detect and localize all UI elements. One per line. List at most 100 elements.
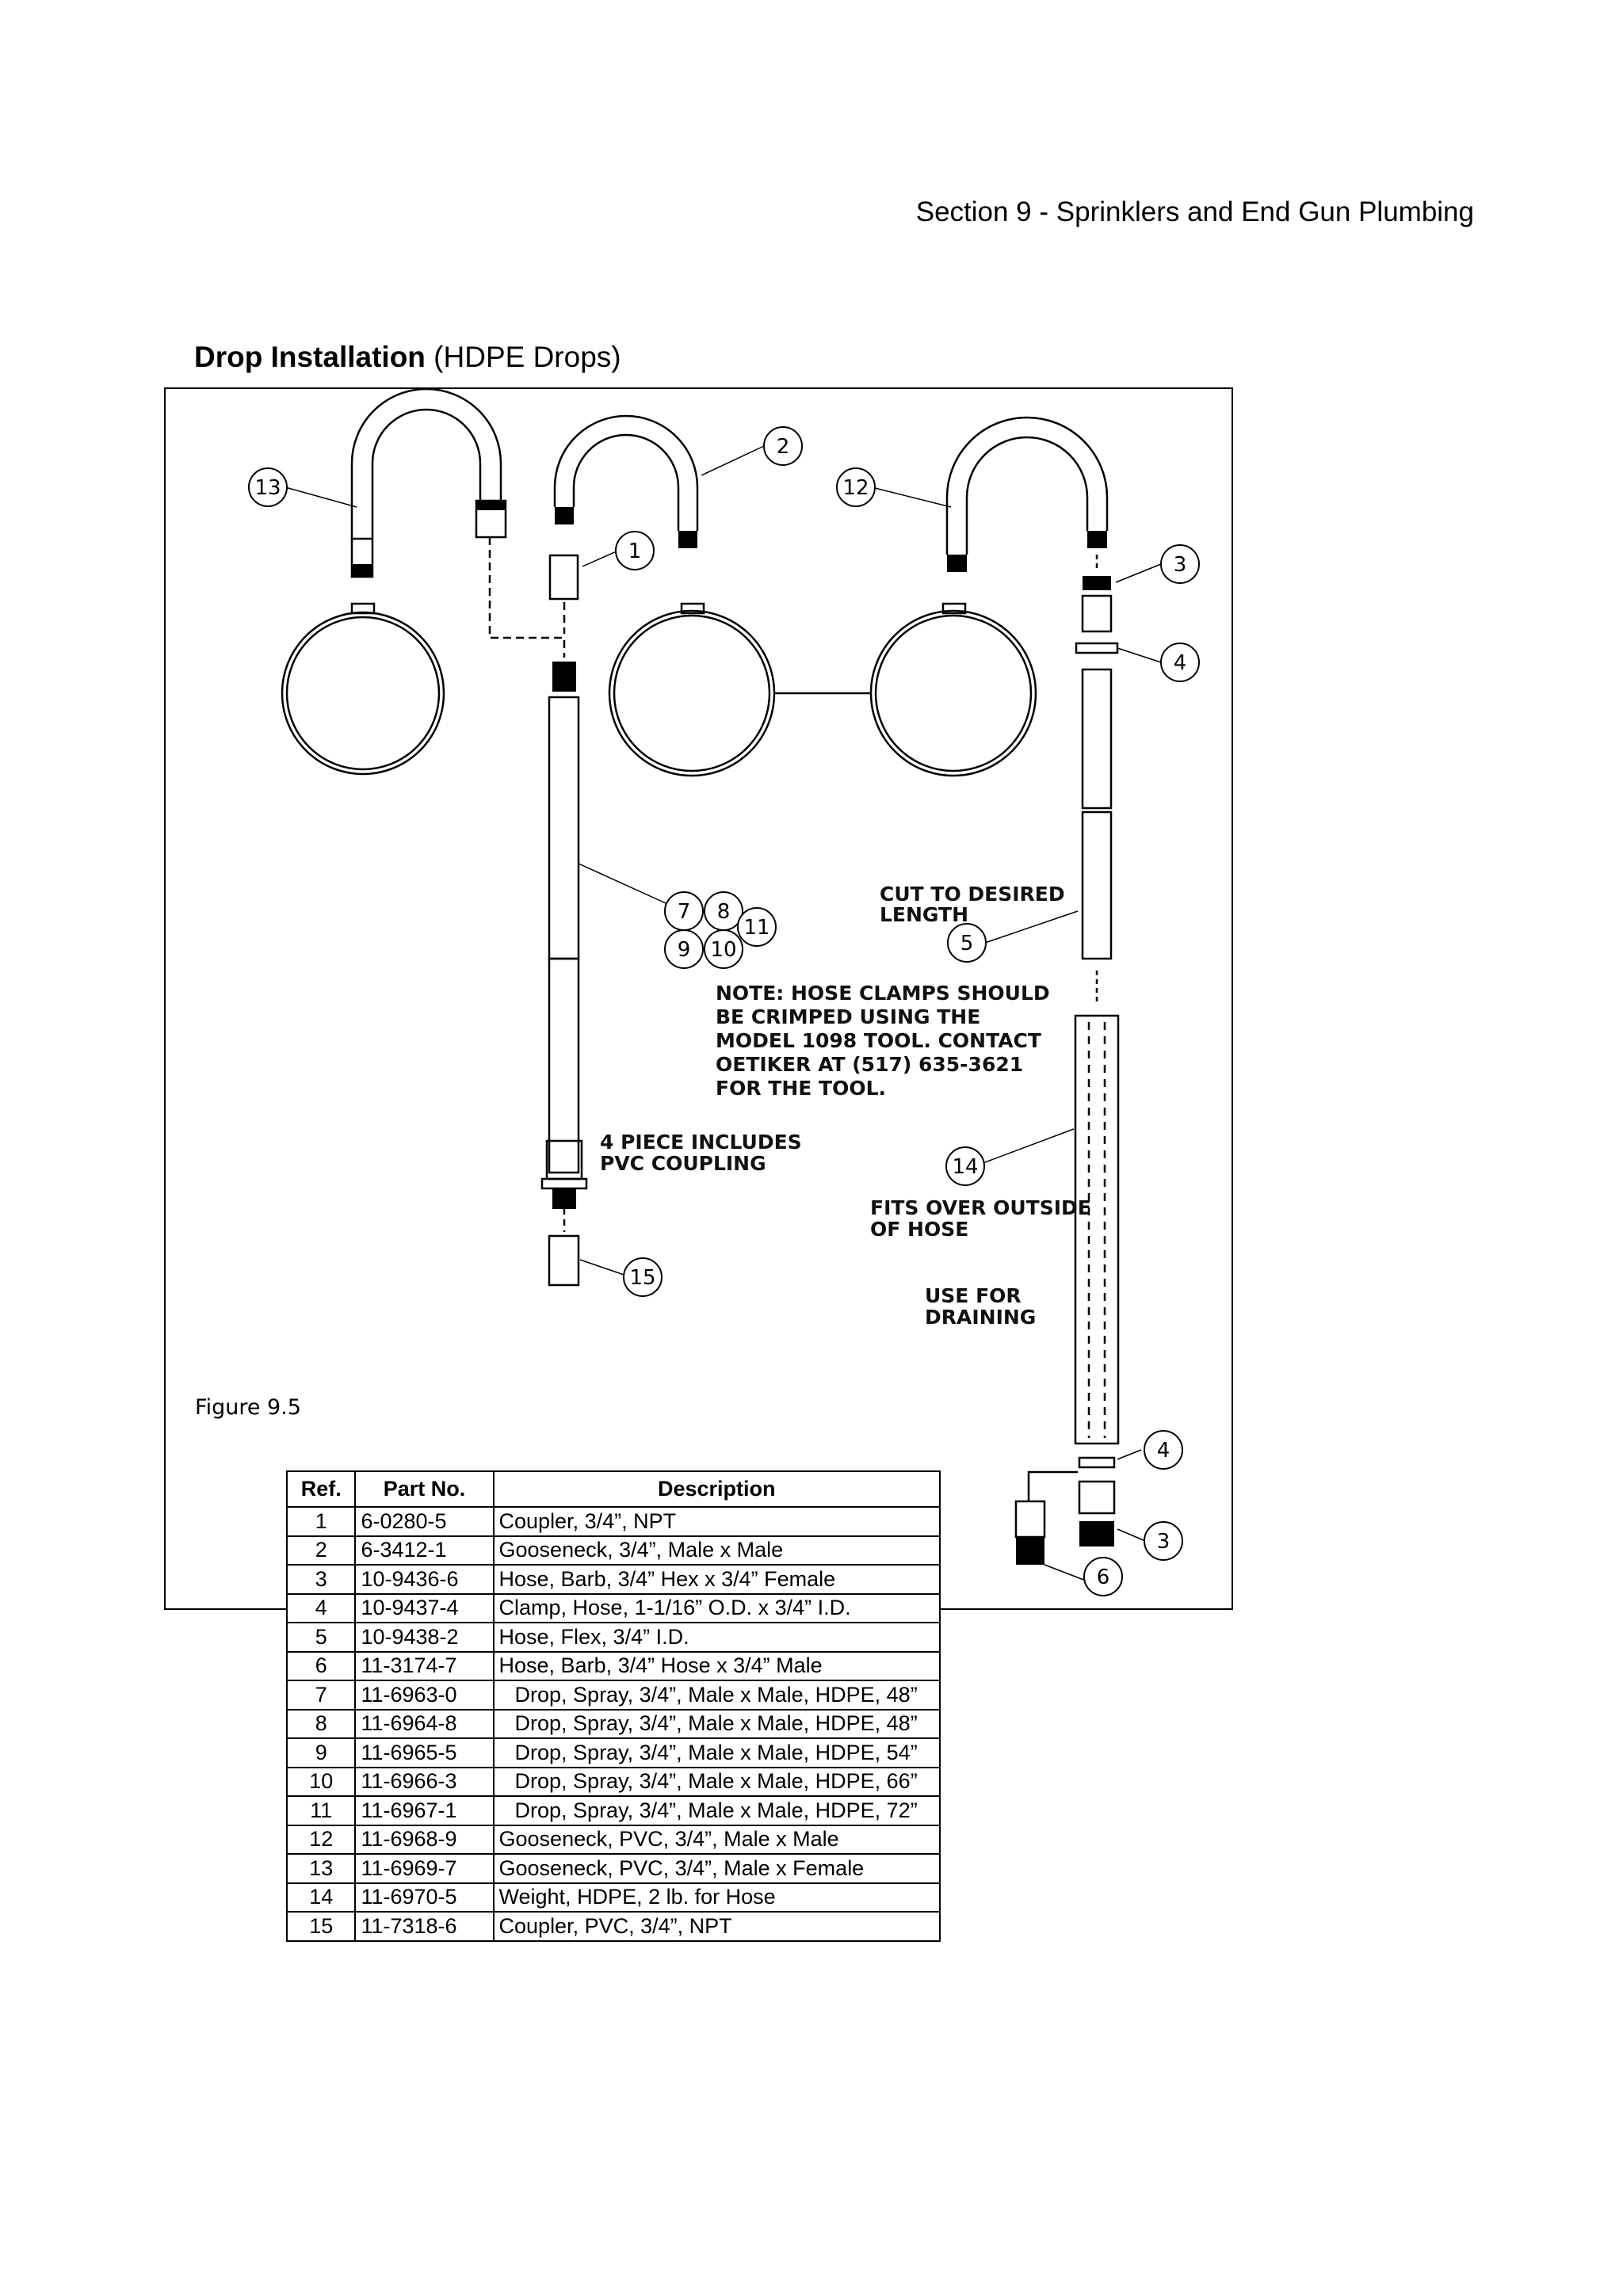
col-header-ref: Ref. [285,1470,357,1508]
callout-14: 14 [952,1155,978,1179]
cell-ref: 4 [285,1592,357,1623]
cell-part: 6-3412-1 [354,1535,495,1566]
cell-part: 10-9436-6 [354,1564,495,1595]
note-hose-3: MODEL 1098 TOOL. CONTACT [716,1029,1041,1052]
callout-7: 7 [678,900,691,924]
note-cut-1: CUT TO DESIRED [880,883,1065,906]
cell-part: 11-6964-8 [354,1708,495,1739]
cell-part: 11-6965-5 [354,1737,495,1768]
cell-description: Drop, Spray, 3/4”, Male x Male, HDPE, 54… [492,1737,941,1768]
cell-ref: 7 [285,1680,357,1711]
callout-2: 2 [777,435,790,459]
cell-part: 11-3174-7 [354,1650,495,1681]
left-drop-assembly [488,537,588,1287]
cell-part: 11-6967-1 [354,1795,495,1826]
cell-part: 10-9438-2 [354,1622,495,1653]
cell-description: Clamp, Hose, 1-1/16” O.D. x 3/4” I.D. [492,1592,941,1623]
cell-part: 11-6969-7 [354,1853,495,1884]
cell-description: Gooseneck, PVC, 3/4”, Male x Female [492,1853,941,1884]
callout-5: 5 [960,932,974,955]
cell-description: Drop, Spray, 3/4”, Male x Male, HDPE, 72… [492,1795,941,1826]
note-hose-4: OETIKER AT (517) 635-3621 [716,1053,1023,1076]
cell-description: Drop, Spray, 3/4”, Male x Male, HDPE, 66… [492,1766,941,1797]
cell-description: Gooseneck, 3/4”, Male x Male [492,1535,941,1566]
cell-description: Coupler, 3/4”, NPT [492,1506,941,1537]
table-header-row: Ref. Part No. Description [285,1470,941,1508]
cell-ref: 3 [285,1564,357,1595]
cell-ref: 2 [285,1535,357,1566]
note-piece-1: 4 PIECE INCLUDES [600,1131,802,1154]
page-title-rest: (HDPE Drops) [425,341,621,373]
gooseneck-12-drawing [945,416,1109,555]
callout-12: 12 [842,476,869,500]
cell-description: Gooseneck, PVC, 3/4”, Male x Male [492,1824,941,1855]
cell-description: Drop, Spray, 3/4”, Male x Male, HDPE, 48… [492,1708,941,1739]
col-header-description: Description [492,1470,941,1508]
cell-part: 10-9437-4 [354,1592,495,1623]
cell-ref: 11 [285,1795,357,1826]
cell-part: 6-0280-5 [354,1506,495,1537]
cell-part: 11-6966-3 [354,1766,495,1797]
figure-label: Figure 9.5 [195,1395,301,1420]
page-title: Drop Installation (HDPE Drops) [194,341,621,374]
callout-9: 9 [678,938,691,962]
section-header: Section 9 - Sprinklers and End Gun Plumb… [915,196,1474,227]
callout-13: 13 [254,476,281,500]
cell-part: 11-7318-6 [354,1911,495,1942]
note-drain-2: DRAINING [925,1306,1036,1329]
callout-4-bottom: 4 [1157,1439,1170,1463]
col-header-part: Part No. [354,1470,495,1508]
callout-leaders [285,445,1162,1581]
cell-description: Hose, Barb, 3/4” Hose x 3/4” Male [492,1650,941,1681]
callout-6: 6 [1097,1566,1110,1589]
callout-1: 1 [628,540,642,563]
cell-part: 11-6963-0 [354,1680,495,1711]
callout-8: 8 [717,900,731,924]
pipe-cross-sections [281,602,1037,777]
cell-ref: 10 [285,1766,357,1797]
cell-description: Hose, Flex, 3/4” I.D. [492,1622,941,1653]
gooseneck-2-drawing [553,414,699,531]
right-hose-assembly [1014,555,1120,1539]
callout-4-top: 4 [1174,651,1187,675]
note-drain-1: USE FOR [925,1284,1022,1307]
note-fits-1: FITS OVER OUTSIDE [870,1196,1091,1219]
cell-ref: 1 [285,1506,357,1537]
cell-part: 11-6968-9 [354,1824,495,1855]
page-title-bold: Drop Installation [194,341,426,373]
cell-description: Drop, Spray, 3/4”, Male x Male, HDPE, 48… [492,1680,941,1711]
note-hose-5: FOR THE TOOL. [716,1077,886,1100]
cell-ref: 13 [285,1853,357,1884]
callout-3-top: 3 [1174,553,1187,577]
cell-ref: 9 [285,1737,357,1768]
callout-11: 11 [743,916,769,940]
cell-description: Weight, HDPE, 2 lb. for Hose [492,1882,941,1913]
cell-ref: 8 [285,1708,357,1739]
cell-ref: 14 [285,1882,357,1913]
cell-part: 11-6970-5 [354,1882,495,1913]
callout-15: 15 [629,1266,655,1290]
cell-ref: 6 [285,1650,357,1681]
cell-ref: 5 [285,1622,357,1653]
note-cut-2: LENGTH [880,903,968,926]
gooseneck-13-drawing [350,387,507,578]
cell-ref: 12 [285,1824,357,1855]
note-hose-1: NOTE: HOSE CLAMPS SHOULD [716,982,1050,1005]
note-hose-2: BE CRIMPED USING THE [716,1005,980,1028]
